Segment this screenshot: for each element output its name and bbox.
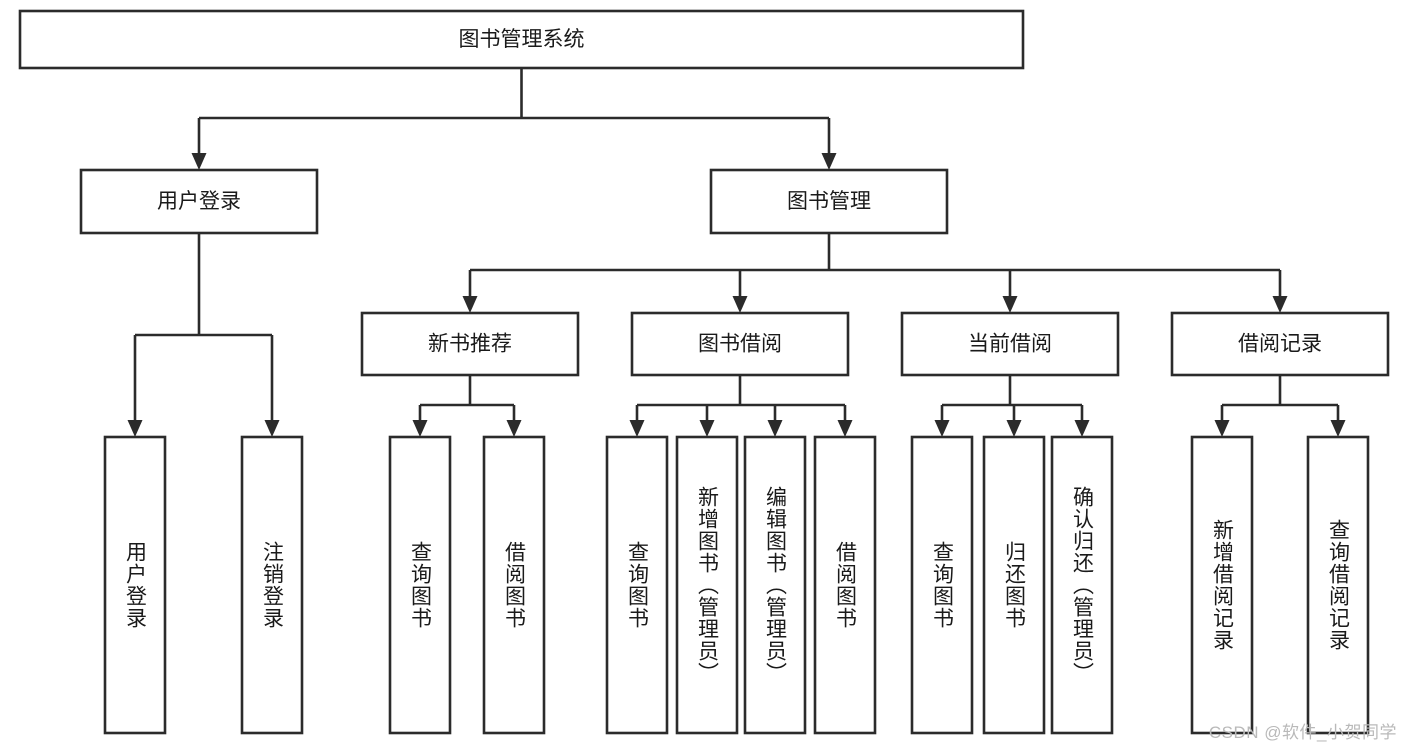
arrow-down-icon-level3-2 xyxy=(1002,296,1018,313)
node-box-leaf-query-record[interactable] xyxy=(1306,435,1370,735)
arrow-down-icon-leaf-return-book xyxy=(1006,420,1022,437)
arrow-down-icon-leaf-logout xyxy=(264,420,280,437)
arrow-down-icon-leaf-add-book xyxy=(699,420,715,437)
arrow-down-icon-leaf-edit-book xyxy=(767,420,783,437)
arrow-down-icon-leaf-query-book-2 xyxy=(629,420,645,437)
node-box-book-manage[interactable] xyxy=(709,168,949,235)
node-box-leaf-user-login[interactable] xyxy=(103,435,167,735)
arrow-down-icon-leaf-query-book-3 xyxy=(934,420,950,437)
node-box-user-login[interactable] xyxy=(79,168,319,235)
arrow-down-icon-level3-1 xyxy=(732,296,748,313)
node-label-borrow-record: 借阅记录 xyxy=(1238,333,1322,356)
node-label-book-borrow: 图书借阅 xyxy=(698,333,782,356)
arrow-down-icon-leaf-borrow-book-1 xyxy=(506,420,522,437)
arrow-down-icon-leaf-user-login xyxy=(127,420,143,437)
node-box-leaf-logout[interactable] xyxy=(240,435,304,735)
arrow-down-icon-leaf-borrow-book-2 xyxy=(837,420,853,437)
node-label-current-borrow: 当前借阅 xyxy=(968,333,1052,356)
watermark-text: CSDN @软件_小贺同学 xyxy=(1208,723,1397,742)
node-box-leaf-add-record[interactable] xyxy=(1190,435,1254,735)
node-box-leaf-borrow-book-1[interactable] xyxy=(482,435,546,735)
node-label-book-manage: 图书管理 xyxy=(787,190,871,213)
arrow-down-icon-level2-0 xyxy=(191,153,207,170)
arrow-down-icon-leaf-confirm-return xyxy=(1074,420,1090,437)
arrow-down-icon-leaf-query-book-1 xyxy=(412,420,428,437)
node-box-leaf-return-book[interactable] xyxy=(982,435,1046,735)
node-box-current-borrow[interactable] xyxy=(900,311,1120,377)
arrow-down-icon-level3-3 xyxy=(1272,296,1288,313)
node-box-leaf-confirm-return[interactable] xyxy=(1050,435,1114,735)
arrow-down-icon-level3-0 xyxy=(462,296,478,313)
arrow-down-icon-leaf-add-record xyxy=(1214,420,1230,437)
node-box-leaf-add-book[interactable] xyxy=(675,435,739,735)
node-box-new-book-recommend[interactable] xyxy=(360,311,580,377)
node-box-leaf-query-book-3[interactable] xyxy=(910,435,974,735)
node-box-leaf-query-book-1[interactable] xyxy=(388,435,452,735)
node-box-book-borrow[interactable] xyxy=(630,311,850,377)
node-box-leaf-query-book-2[interactable] xyxy=(605,435,669,735)
node-label-user-login: 用户登录 xyxy=(157,190,241,213)
connector-lines xyxy=(127,68,1346,437)
arrow-down-icon-leaf-query-record xyxy=(1330,420,1346,437)
node-box-leaf-edit-book[interactable] xyxy=(743,435,807,735)
node-box-leaf-borrow-book-2[interactable] xyxy=(813,435,877,735)
node-label-new-book-recommend: 新书推荐 xyxy=(428,333,512,356)
node-box-borrow-record[interactable] xyxy=(1170,311,1390,377)
arrow-down-icon-level2-1 xyxy=(821,153,837,170)
node-boxes xyxy=(18,9,1390,735)
root-node-box[interactable] xyxy=(18,9,1025,70)
root-node-label: 图书管理系统 xyxy=(459,28,585,51)
